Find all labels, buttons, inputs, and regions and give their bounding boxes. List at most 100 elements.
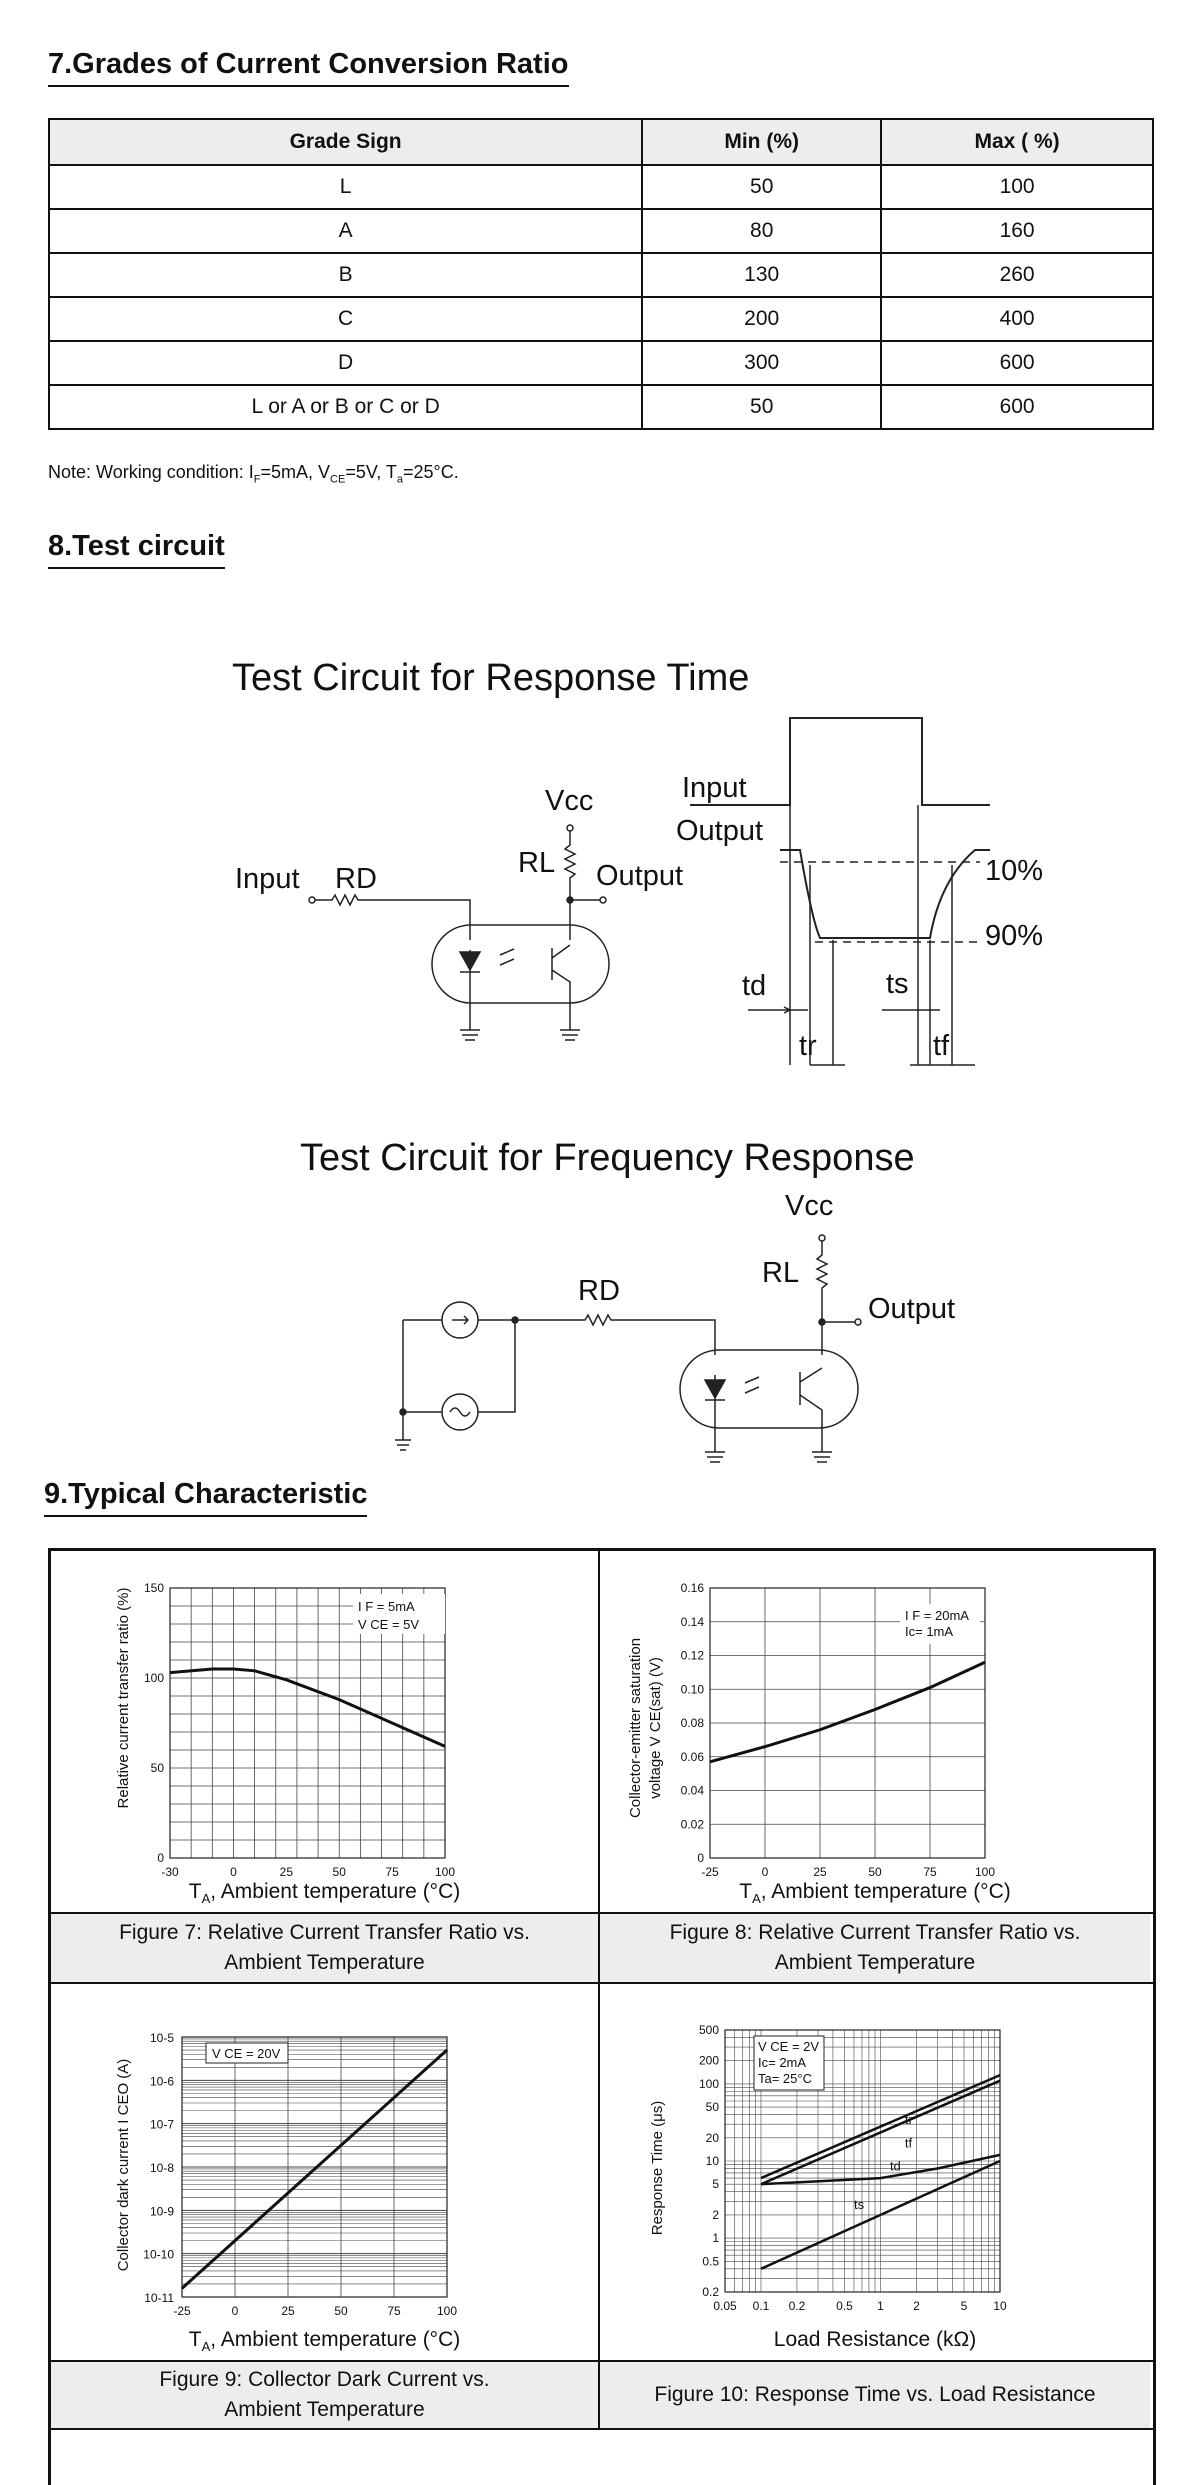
plot-frame (181, 2036, 448, 2298)
y-tick-label: 1 (712, 2231, 719, 2245)
y-tick-label: 10-11 (144, 2291, 174, 2305)
data-line (709, 1660, 986, 1764)
freq-rd-label: RD (578, 1275, 620, 1307)
fig8-y-title-line2: voltage V CE(sat) (V) (647, 1657, 664, 1799)
section-9-title: 9.Typical Characteristic (44, 1478, 368, 1517)
fig7-legend-bg (353, 1594, 445, 1634)
series-line-ts (760, 2159, 1001, 2270)
fig7-condition-if: I F = 5mA (358, 1599, 415, 1614)
response-waveform (690, 717, 990, 1066)
wave-input-label: Input (682, 772, 747, 804)
x-tick-label: 50 (868, 1865, 882, 1879)
freq-vcc-label: Vcc (785, 1190, 833, 1222)
wave-output-label: Output (676, 815, 763, 847)
y-tick-label: 0.06 (681, 1750, 705, 1764)
x-tick-label: 2 (913, 2299, 920, 2313)
series-label-ts: ts (854, 2197, 865, 2212)
td-label: td (742, 970, 766, 1002)
grid-vertical-divider (598, 1548, 600, 2428)
cell-grade: B (47, 252, 644, 298)
header-grade-sign: Grade Sign (47, 118, 644, 166)
y-tick-label: 10-9 (150, 2204, 174, 2218)
test-circuit-diagrams: Test Circuit for Response Time Input RD … (232, 657, 1043, 1463)
fig9-condition-vce: V CE = 20V (212, 2046, 281, 2061)
vcc-label: Vcc (545, 785, 593, 817)
fig10-legend-bg (753, 2035, 825, 2091)
y-tick-label: 10-10 (143, 2248, 174, 2262)
y-tick-label: 0.02 (681, 1817, 705, 1831)
fig10-condition-vce: V CE = 2V (758, 2039, 819, 2054)
fig9-x-title: TA, Ambient temperature (°C) (188, 2328, 461, 2355)
x-tick-label: 100 (437, 2304, 457, 2318)
cell-max: 260 (880, 252, 1154, 298)
y-tick-label: 10-7 (150, 2118, 174, 2132)
freq-output-label: Output (868, 1293, 955, 1325)
section-7-title: 7.Grades of Current Conversion Ratio (48, 48, 569, 87)
cell-min: 300 (641, 340, 883, 386)
fig8-y-title-line1: Collector-emitter saturation (627, 1638, 644, 1818)
x-tick-label: 25 (280, 1865, 294, 1879)
header-min: Min (%) (641, 118, 883, 166)
grid-divider (48, 1912, 1156, 1914)
y-tick-label: 10-6 (150, 2074, 174, 2088)
header-max: Max ( %) (880, 118, 1154, 166)
cell-min: 200 (641, 296, 883, 342)
series-line-tf (760, 2079, 1001, 2186)
fig8-x-title: TA, Ambient temperature (°C) (739, 1880, 1011, 1907)
x-tick-label: -25 (173, 2304, 191, 2318)
tf-label: tf (933, 1030, 950, 1062)
cell-max: 600 (880, 340, 1154, 386)
frequency-circuit-title: Test Circuit for Frequency Response (300, 1137, 915, 1179)
response-circuit-schematic (308, 824, 610, 1041)
tr-label: tr (799, 1030, 817, 1062)
characteristics-grid (48, 1548, 1156, 2485)
y-tick-label: 5 (712, 2177, 719, 2191)
fig9-y-title: Collector dark current I CEO (A) (115, 2059, 132, 2272)
x-tick-label: 75 (385, 1865, 399, 1879)
y-tick-label: 0.10 (681, 1682, 705, 1696)
cell-grade: A (47, 208, 644, 254)
table-header-row: Grade Sign Min (%) Max ( %) (47, 118, 1154, 166)
cell-max: 600 (880, 384, 1154, 430)
y-tick-label: 10-8 (150, 2161, 174, 2175)
x-tick-label: 75 (387, 2304, 401, 2318)
x-tick-label: 100 (975, 1865, 995, 1879)
y-tick-label: 150 (144, 1581, 164, 1595)
ts-label: ts (886, 968, 909, 1000)
y-tick-label: 2 (712, 2208, 719, 2222)
y-tick-label: 10 (706, 2154, 720, 2168)
y-tick-label: 100 (144, 1671, 164, 1685)
cell-min: 50 (641, 164, 883, 210)
x-tick-label: 0.2 (789, 2299, 806, 2313)
y-tick-label: 0.04 (681, 1784, 705, 1798)
grid-divider (48, 2428, 1156, 2430)
series-label-tf: tf (905, 2135, 913, 2150)
plot-frame (709, 1587, 986, 1859)
fig10-condition-ta: Ta= 25°C (758, 2071, 812, 2086)
y-tick-label: 0.16 (681, 1581, 705, 1595)
figure-10-caption: Figure 10: Response Time vs. Load Resist… (600, 2362, 1150, 2428)
cell-grade: C (47, 296, 644, 342)
x-tick-label: 50 (334, 2304, 348, 2318)
frequency-circuit-schematic (395, 1234, 862, 1463)
cell-max: 100 (880, 164, 1154, 210)
response-circuit-title: Test Circuit for Response Time (232, 657, 749, 699)
plot-frame (169, 1587, 446, 1859)
fig7-condition-vce: V CE = 5V (358, 1617, 419, 1632)
y-tick-label: 0 (157, 1851, 164, 1865)
series-line-td (760, 2153, 1001, 2186)
x-tick-label: 1 (877, 2299, 884, 2313)
y-tick-label: 10-5 (150, 2031, 174, 2045)
y-tick-label: 100 (699, 2077, 719, 2091)
x-tick-label: -30 (161, 1865, 179, 1879)
x-tick-label: 0 (762, 1865, 769, 1879)
